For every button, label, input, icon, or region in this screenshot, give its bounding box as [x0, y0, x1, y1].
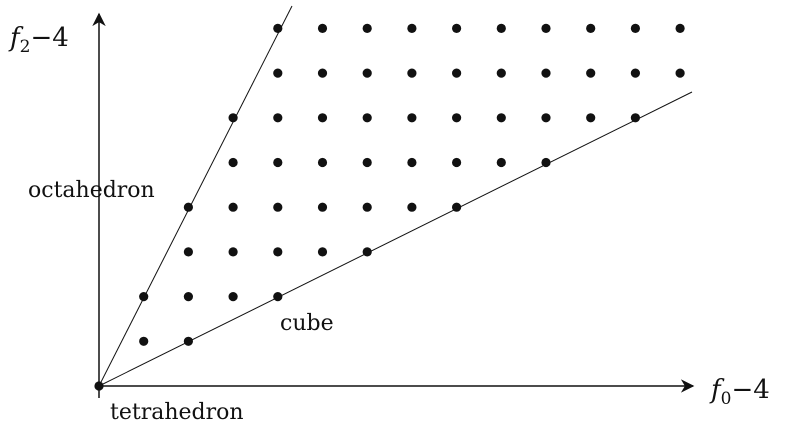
lattice-point: [496, 113, 506, 123]
lattice-point: [362, 247, 372, 257]
lattice-point: [452, 157, 462, 168]
lattice-point: [317, 113, 328, 123]
lattice-point: [541, 23, 551, 33]
lower-boundary-line: [98, 91, 693, 387]
lattice-point: [586, 113, 596, 123]
lattice-point: [407, 157, 417, 168]
lattice-point: [317, 247, 328, 257]
lattice-point: [317, 23, 328, 33]
lattice-point: [183, 292, 193, 302]
lattice-point: [541, 113, 551, 123]
lattice-point: [586, 68, 596, 78]
lattice-point: [452, 202, 462, 212]
lattice-point: [228, 202, 238, 212]
lattice-point: [183, 336, 193, 346]
lattice-point: [273, 157, 283, 168]
lattice-point: [407, 113, 417, 123]
lattice-point: [630, 23, 641, 33]
lattice-point: [630, 113, 641, 123]
lattice-point: [228, 113, 238, 123]
lattice-point: [183, 202, 193, 212]
lattice-points: [94, 23, 685, 391]
lattice-point: [362, 202, 372, 212]
lattice-point: [273, 68, 283, 78]
lattice-point: [273, 23, 283, 33]
octahedron-label: octahedron: [28, 178, 155, 203]
lattice-point: [452, 23, 462, 33]
upper-boundary-line: [98, 5, 293, 387]
lattice-point: [407, 23, 417, 33]
lattice-point: [273, 113, 283, 123]
lattice-point: [228, 247, 238, 257]
lattice-point: [362, 113, 372, 123]
lattice-point: [362, 68, 372, 78]
lattice-point: [139, 336, 149, 346]
tetrahedron-label: tetrahedron: [110, 400, 244, 425]
lattice-point: [675, 68, 685, 78]
lattice-point: [541, 68, 551, 78]
lattice-point: [496, 68, 506, 78]
lattice-point: [94, 381, 104, 391]
lattice-point: [139, 292, 149, 302]
lattice-point: [273, 247, 283, 257]
lattice-point: [452, 68, 462, 78]
lattice-point: [675, 23, 685, 33]
lattice-point: [183, 247, 193, 257]
lattice-point: [317, 157, 328, 168]
lattice-point: [407, 68, 417, 78]
lattice-point: [228, 292, 238, 302]
lattice-point: [273, 202, 283, 212]
lattice-point: [228, 157, 238, 168]
lattice-point: [407, 202, 417, 212]
lattice-point: [273, 292, 283, 302]
lattice-point: [317, 68, 328, 78]
lattice-point: [496, 157, 506, 168]
y-axis-label: f2−4: [8, 23, 69, 57]
lattice-point: [362, 157, 372, 168]
cube-label: cube: [280, 311, 334, 336]
lattice-point: [362, 23, 372, 33]
lattice-point: [496, 23, 506, 33]
x-axis-label: f0−4: [709, 375, 770, 409]
lattice-point: [452, 113, 462, 123]
lattice-point: [317, 202, 328, 212]
lattice-point: [586, 23, 596, 33]
lattice-point: [630, 68, 641, 78]
lattice-point: [541, 157, 551, 168]
